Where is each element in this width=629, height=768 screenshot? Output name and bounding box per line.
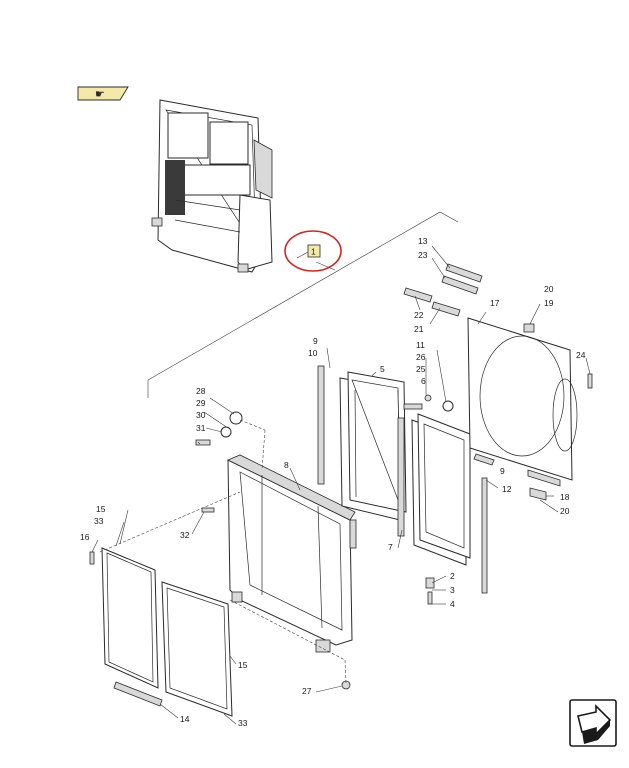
part-label-23: 23 xyxy=(418,250,428,260)
part-label-15-top: 15 xyxy=(96,504,106,514)
part-label-21: 21 xyxy=(414,324,424,334)
part-label-19: 19 xyxy=(544,298,554,308)
callout-1[interactable]: 1 xyxy=(284,230,342,272)
part-label-33-bottom: 33 xyxy=(238,718,248,728)
part-label-28: 28 xyxy=(196,386,206,396)
part-label-8: 8 xyxy=(284,460,289,470)
part-label-2: 2 xyxy=(450,571,455,581)
assembly-dashed-lines xyxy=(99,419,347,684)
part-label-24: 24 xyxy=(576,350,586,360)
part-label-20-lower: 20 xyxy=(560,506,570,516)
part-label-11: 11 xyxy=(416,340,425,350)
radiator-frame xyxy=(227,454,357,653)
part-label-31: 31 xyxy=(196,423,206,433)
part-label-27: 27 xyxy=(302,686,312,696)
part-label-29: 29 xyxy=(196,398,206,408)
part-label-16: 16 xyxy=(80,532,90,542)
part-label-20: 20 xyxy=(544,284,554,294)
next-page-arrow-icon[interactable] xyxy=(569,699,617,747)
radiator-core-2 xyxy=(411,413,471,566)
hint-tag[interactable]: ☛ xyxy=(77,86,129,101)
part-label-7: 7 xyxy=(388,542,393,552)
part-label-32: 32 xyxy=(180,530,190,540)
part-label-25: 25 xyxy=(416,364,426,374)
small-parts xyxy=(89,263,593,690)
part-label-4: 4 xyxy=(450,599,455,609)
part-label-10: 10 xyxy=(308,348,318,358)
part-label-30: 30 xyxy=(196,410,206,420)
part-label-15-bottom: 15 xyxy=(238,660,248,670)
core-5 xyxy=(339,371,407,521)
part-labels: 13 23 20 19 17 22 21 9 10 11 26 25 6 24 … xyxy=(80,236,586,728)
part-label-5: 5 xyxy=(380,364,385,374)
part-label-18: 18 xyxy=(560,492,570,502)
leader-lines xyxy=(91,245,591,725)
hint-tag-icon: ☛ xyxy=(95,89,105,101)
callout-label: 1 xyxy=(311,247,316,257)
part-label-17: 17 xyxy=(490,298,500,308)
seal-strips xyxy=(317,365,488,594)
part-label-6: 6 xyxy=(421,376,426,386)
part-label-22: 22 xyxy=(414,310,424,320)
explode-bracket xyxy=(147,211,459,398)
part-label-9-right: 9 xyxy=(500,466,505,476)
part-label-33-top: 33 xyxy=(94,516,104,526)
part-label-13: 13 xyxy=(418,236,428,246)
side-panels xyxy=(101,547,233,717)
fan-shroud xyxy=(467,317,578,487)
part-label-3: 3 xyxy=(450,585,455,595)
part-label-12: 12 xyxy=(502,484,512,494)
part-label-26: 26 xyxy=(416,352,426,362)
bottom-bar xyxy=(113,681,163,707)
part-label-9-top: 9 xyxy=(313,336,318,346)
part-label-14: 14 xyxy=(180,714,190,724)
assembly-overview xyxy=(151,99,273,273)
